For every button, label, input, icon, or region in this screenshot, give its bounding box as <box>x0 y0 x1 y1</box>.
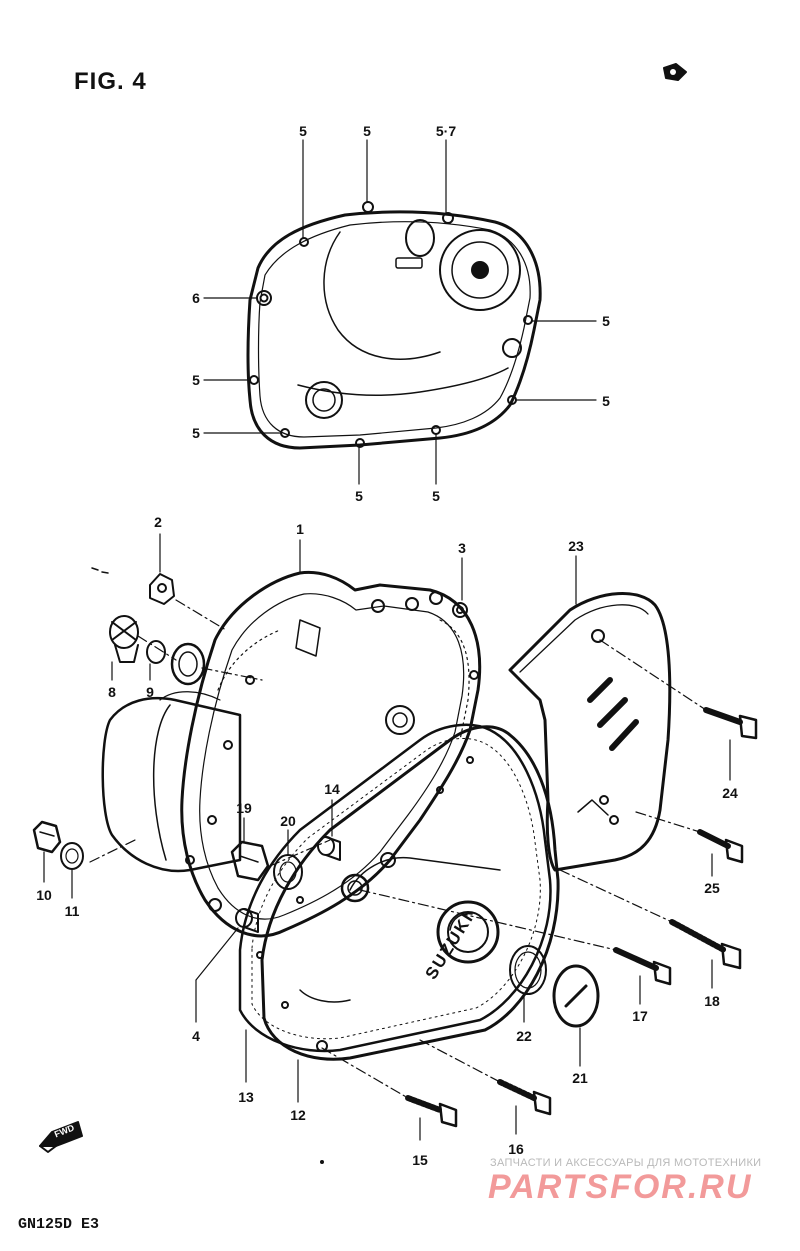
part-label-9: 9 <box>146 684 154 700</box>
part-label-11: 11 <box>64 903 80 919</box>
part-label-5: 5 <box>602 313 610 329</box>
part-label-5: 5 <box>192 372 200 388</box>
crankcase-cover <box>101 570 482 938</box>
part-label-5: 5 <box>355 488 363 504</box>
timing-cap-21 <box>552 964 600 1028</box>
part-label-25: 25 <box>704 880 720 896</box>
part-label-15: 15 <box>412 1152 428 1168</box>
part-label-17: 17 <box>632 1008 648 1024</box>
washer-11 <box>60 842 84 870</box>
part-label-5: 5 <box>602 393 610 409</box>
part-label-2: 2 <box>154 514 162 530</box>
bolt-16 <box>497 1079 552 1116</box>
part-label-22: 22 <box>516 1028 532 1044</box>
part-label-5: 5 <box>192 425 200 441</box>
plug-2 <box>149 573 175 605</box>
part-label-10: 10 <box>36 887 52 903</box>
part-label-4: 4 <box>192 1028 200 1044</box>
clutch-cover-inner-view <box>246 201 542 450</box>
part-label-23: 23 <box>568 538 584 554</box>
part-label-5: 5 <box>363 123 371 139</box>
bolt-17 <box>613 947 672 986</box>
part-label-21: 21 <box>572 1070 588 1086</box>
part-label-5: 5 <box>432 488 440 504</box>
lower-leader-lines <box>43 533 731 1141</box>
upper-leader-lines <box>203 139 597 485</box>
part-label-20: 20 <box>280 813 296 829</box>
part-label-12: 12 <box>290 1107 306 1123</box>
bolt-25 <box>697 829 744 864</box>
sprocket-cover <box>508 592 672 872</box>
part-label-8: 8 <box>108 684 116 700</box>
part-label-24: 24 <box>722 785 738 801</box>
part-label-16: 16 <box>508 1141 524 1157</box>
bolt-15 <box>405 1095 458 1128</box>
part-label-13: 13 <box>238 1089 254 1105</box>
part-label-19: 19 <box>236 800 252 816</box>
part-label-14: 14 <box>324 781 340 797</box>
part-label-5-7: 5·7 <box>435 123 457 139</box>
fwd-arrow-icon <box>39 1121 83 1153</box>
dowel-14 <box>317 836 341 861</box>
dowel-4 <box>235 908 259 933</box>
oil-seal <box>170 642 206 686</box>
reference-mark-icon <box>663 63 687 81</box>
bolt-24 <box>703 707 758 740</box>
part-label-18: 18 <box>704 993 720 1009</box>
part-label-3: 3 <box>458 540 466 556</box>
oil-filler-cap <box>109 615 139 663</box>
part-label-5: 5 <box>299 123 307 139</box>
o-ring-9 <box>146 640 166 664</box>
assembly-lines <box>89 599 707 1099</box>
model-code: GN125D E3 <box>18 1216 100 1233</box>
part-label-1: 1 <box>296 521 304 537</box>
watermark-logo: PARTSFOR.RU <box>488 1168 753 1206</box>
watermark-caption: ЗАПЧАСТИ И АКСЕССУАРЫ ДЛЯ МОТОТЕХНИКИ <box>490 1157 762 1169</box>
bolt-18 <box>669 919 742 970</box>
o-ring-22 <box>509 945 547 995</box>
figure-title: FIG. 4 <box>74 68 147 95</box>
magneto-cover <box>256 725 560 1061</box>
part-label-6: 6 <box>192 290 200 306</box>
plug-bolt-10 <box>32 820 62 854</box>
bolt-19 <box>230 840 270 882</box>
